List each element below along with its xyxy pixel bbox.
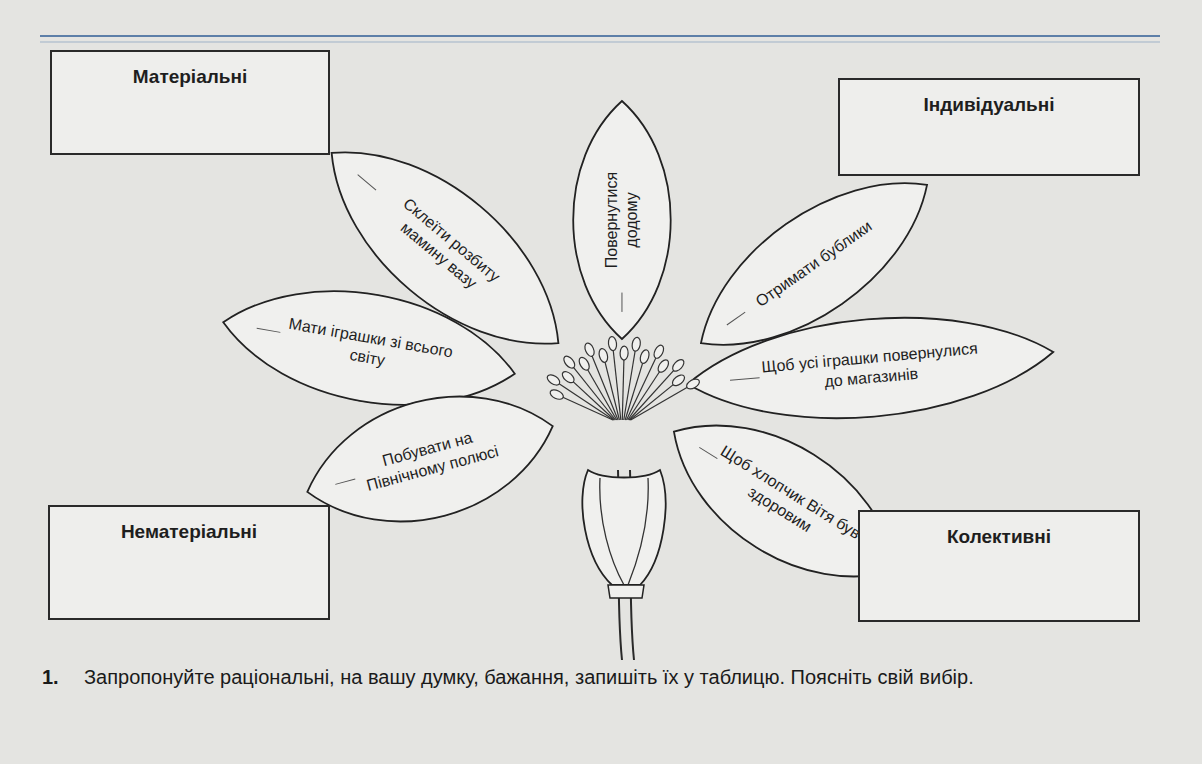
stamen-filament <box>612 344 620 420</box>
stamen-filament <box>603 355 619 420</box>
petal-vein <box>256 328 280 332</box>
petal-outline <box>683 303 1057 432</box>
stamen-filament <box>584 364 617 420</box>
petal-vein <box>621 293 622 312</box>
stamen-anther <box>583 342 596 358</box>
box-heading: Колективні <box>860 512 1138 548</box>
stamen-filament <box>569 362 615 420</box>
box-heading: Індивідуальні <box>840 80 1138 116</box>
category-box: Нематеріальні <box>48 505 330 620</box>
petal-vein <box>730 377 760 380</box>
stamen-anther <box>577 356 591 372</box>
stamen-anther <box>560 369 576 384</box>
petal-outline <box>573 101 671 339</box>
stamen-anther <box>545 373 561 387</box>
stamen-anther <box>631 337 641 352</box>
stamen-anther <box>598 348 609 364</box>
petal-vein <box>335 479 355 484</box>
petal-vein <box>358 175 376 190</box>
stamen-anther <box>562 354 577 370</box>
petal-text: Повернутися додому <box>602 145 642 295</box>
stamen-anther <box>671 358 686 374</box>
task-text: Запропонуйте раціональні, на вашу думку,… <box>84 664 1164 691</box>
box-heading: Матеріальні <box>52 52 328 88</box>
receptacle <box>608 585 644 598</box>
stamen-anther <box>639 349 651 365</box>
box-heading: Нематеріальні <box>50 507 328 543</box>
petal-vein <box>726 312 744 325</box>
stamen-anther <box>620 346 628 360</box>
header-rule <box>40 42 1160 43</box>
stamen-anther <box>685 377 701 391</box>
stamen-anther <box>671 373 687 388</box>
task-number: 1. <box>42 664 82 691</box>
stamen-filament <box>590 350 619 420</box>
category-box: Колективні <box>858 510 1140 622</box>
stamen-filament <box>557 395 613 420</box>
stamen-filament <box>553 380 613 420</box>
petal-vein <box>699 447 717 458</box>
stamen-filament <box>625 357 645 420</box>
category-box: Матеріальні <box>50 50 330 155</box>
stamen-anther <box>608 336 618 351</box>
category-box: Індивідуальні <box>838 78 1140 176</box>
stamen-filament <box>629 365 678 420</box>
stamen-filament <box>568 377 614 420</box>
flower-stem <box>630 470 634 660</box>
calyx <box>582 470 665 585</box>
stamen-anther <box>656 358 671 374</box>
header-rule <box>40 35 1160 37</box>
stamen-filament <box>628 366 664 420</box>
stamen-anther <box>652 344 665 360</box>
stamen-filament <box>626 352 658 420</box>
stamen-filament <box>630 380 679 420</box>
stamen-anther <box>549 388 565 401</box>
calyx-sepal <box>600 478 648 585</box>
petal-outline <box>572 99 672 341</box>
stamen-filament <box>624 344 637 420</box>
stamen-filament <box>631 384 693 420</box>
flower-stem <box>618 470 622 660</box>
petal-outline <box>292 369 568 548</box>
petal-shape: Повернутися додому <box>572 99 672 341</box>
stamen-filament <box>622 353 624 420</box>
